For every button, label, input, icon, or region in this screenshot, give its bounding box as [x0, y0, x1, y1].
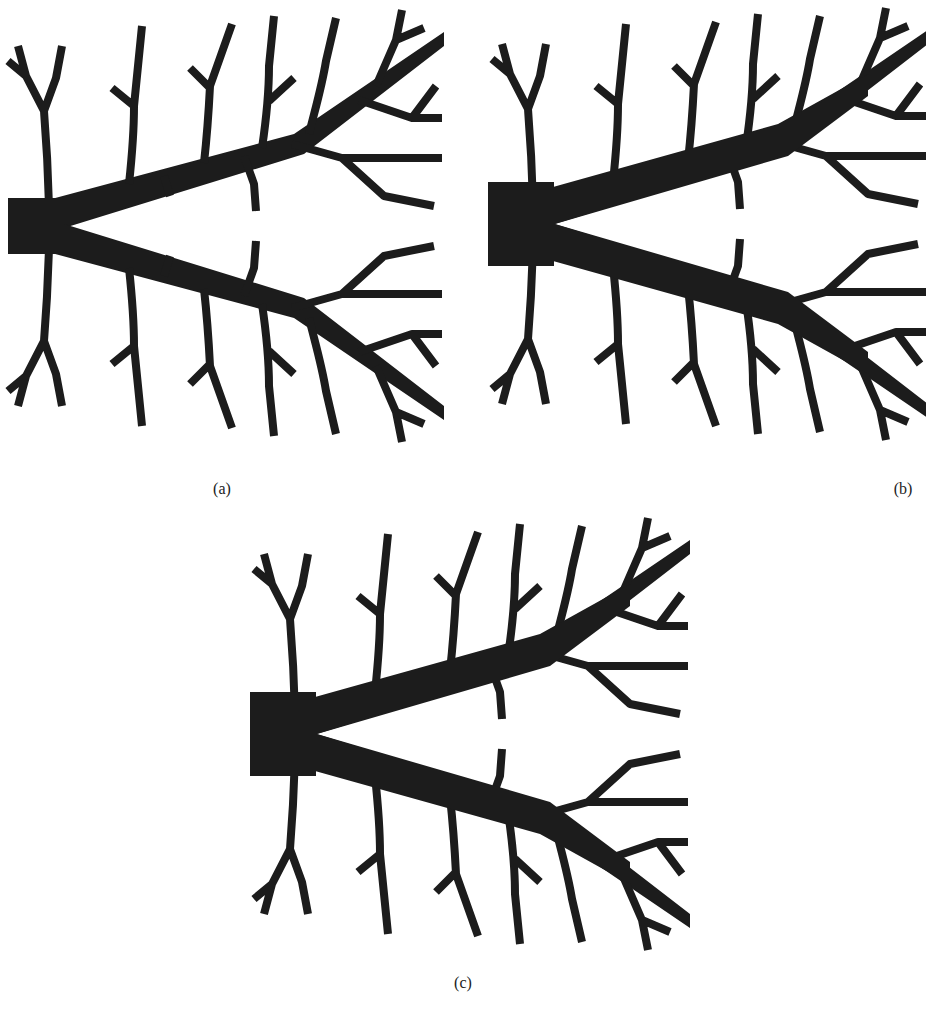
tree-b — [488, 8, 926, 440]
panel-label: (a) — [213, 480, 231, 498]
tree-c — [250, 518, 690, 950]
panel-label: (c) — [454, 974, 472, 992]
panel-label: (b) — [894, 480, 913, 498]
tree-a — [8, 10, 444, 442]
